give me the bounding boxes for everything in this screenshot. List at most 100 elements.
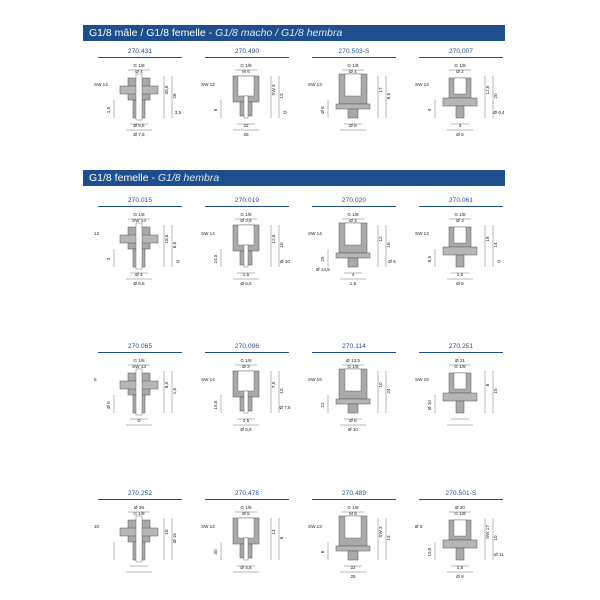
section-title-es: G1/8 hembra (157, 172, 220, 184)
dimension-label: Ø 3 (242, 364, 250, 369)
dimension-label: 20 (493, 93, 498, 99)
fitting-bore (237, 370, 255, 392)
dimension-label: Ø 6 (388, 259, 396, 264)
fitting-shank (347, 108, 359, 119)
dimension-label: 1,5 (106, 106, 111, 113)
dimension-label: G 1/8 (240, 358, 252, 363)
fitting-bore (135, 515, 143, 563)
dimension-label: 10 (279, 242, 284, 248)
base-flange (335, 398, 371, 405)
fitting-shank (455, 105, 465, 119)
base-flange (335, 103, 371, 110)
dimension-label: 13 (271, 529, 276, 535)
dimension-label: 14 (493, 242, 498, 248)
part-code: 270.007 (419, 48, 503, 58)
dimension-label: 4 (352, 272, 355, 277)
dimension-label: 6 (320, 550, 325, 553)
dimension-label: 16 (386, 242, 391, 248)
base-flange (335, 252, 371, 259)
dimension-label: Ø 11 (494, 552, 504, 557)
dimension-label: 6 (279, 536, 284, 539)
dimension-label: 3 (106, 257, 111, 260)
dimension-label: G 1/8 (347, 364, 359, 369)
section-title: G1/8 femelle - (89, 172, 158, 184)
dimension-label: 6,5 (427, 255, 432, 262)
dimension-label: 18 (164, 529, 169, 535)
hex-flange (442, 392, 478, 402)
dimension-label: G 1/8 (454, 63, 466, 68)
dimension-label: D (283, 110, 287, 115)
part-code: 270.020 (312, 197, 396, 207)
dimension-label: 5 (94, 377, 97, 382)
dimension-label: Ø 2 (456, 69, 464, 74)
dimension-label: SW 14 (415, 82, 429, 87)
dimension-label: Ø 6 (320, 106, 325, 114)
dimension-label: 35,5 (164, 85, 169, 94)
dimension-label: 6,5 (386, 92, 391, 99)
fitting-bore (237, 517, 255, 539)
fitting-bore (453, 226, 467, 244)
dimension-label: 7,5 (271, 381, 276, 388)
dimension-label: 12 (378, 236, 383, 242)
dimension-label: M 6 (242, 69, 250, 74)
hex-flange (442, 246, 478, 256)
dimension-label: 10 (279, 388, 284, 394)
dimension-label: Ø 5 (106, 401, 111, 409)
fitting-bore (135, 222, 143, 270)
part-code: 270.431 (98, 48, 182, 58)
dimension-label: SW 15 (415, 377, 429, 382)
dimension-label: 10 (94, 524, 100, 529)
dimension-label: Ø 4 (349, 69, 357, 74)
dimension-label: 30 (213, 549, 218, 555)
dimension-label: G 1/8 (454, 511, 466, 516)
dimension-label: 24 (386, 388, 391, 394)
dimension-label: 25 (350, 574, 356, 579)
dimension-label: SW 14 (308, 231, 322, 236)
fitting-bore (344, 73, 362, 97)
fitting-bore (237, 75, 255, 97)
dimension-label: Ø 3,6 (240, 218, 252, 223)
dimension-label: 10 (493, 535, 498, 541)
fitting-bore (135, 73, 143, 121)
dimension-label: SW 14 (94, 82, 108, 87)
dimension-label: 12,5 (271, 234, 276, 243)
dimension-label: Ø 8 (456, 574, 464, 579)
dimension-label: SW 3 (378, 526, 383, 538)
dimension-label: Ø 6,5 (240, 281, 252, 286)
dimension-label: M 6 (349, 511, 357, 516)
dimension-label: 15,5 (427, 547, 432, 556)
dimension-label: 18 (485, 236, 490, 242)
dimension-label: D (497, 259, 501, 264)
dimension-label: 6 (485, 383, 490, 386)
dimension-label: 18,5 (164, 234, 169, 243)
dimension-label: 1,5 (172, 387, 177, 394)
dimension-label: G 1/8 (240, 63, 252, 68)
dimension-label: 25 (320, 256, 325, 262)
dimension-label: Ø 8 (349, 123, 357, 128)
dimension-label: Ø 13,5 (316, 267, 330, 272)
dimension-label: SW 13 (201, 82, 215, 87)
dimension-label: Ø 21 (455, 358, 465, 363)
dimension-label: 22 (350, 565, 356, 570)
fitting-shank (455, 547, 465, 561)
dimension-label: Ø 15 (172, 533, 177, 543)
dimension-label: G 1/8 (454, 364, 466, 369)
part-code: 270.478 (205, 490, 289, 500)
dimension-label: 13 (279, 93, 284, 99)
fitting-bore (453, 372, 467, 390)
dimension-label: Ø 5,5 (133, 123, 145, 128)
dimension-label: G 1/8 (133, 511, 145, 516)
